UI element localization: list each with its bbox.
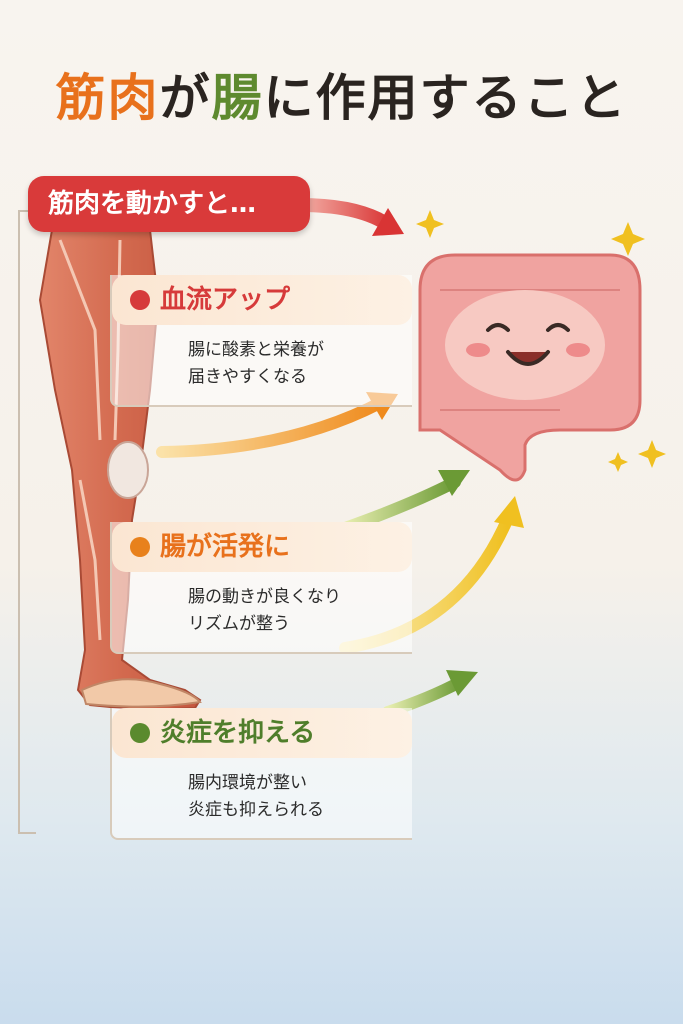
effect-heading-wrap: 炎症を抑える — [112, 708, 412, 758]
left-bracket — [18, 210, 36, 834]
effect-card-gut-active: 腸が活発に 腸の動きが良くなり リズムが整う — [110, 522, 412, 654]
orange-dot-icon — [130, 537, 150, 557]
arrow-orange — [156, 396, 388, 458]
intestine-character — [418, 253, 642, 482]
red-dot-icon — [130, 290, 150, 310]
effect-heading-wrap: 血流アップ — [112, 275, 412, 325]
leg-illustration — [38, 229, 202, 712]
effect-card-inflammation: 炎症を抑える 腸内環境が整い 炎症も抑えられる — [110, 708, 412, 840]
effect-heading: 炎症を抑える — [160, 718, 316, 748]
arrow-yellow-head — [494, 496, 524, 528]
effect-desc: 腸内環境が整い 炎症も抑えられる — [188, 773, 324, 820]
effect-desc: 腸に酸素と栄養が 届きやすくなる — [188, 340, 324, 387]
page-title: 筋肉が腸に作用すること — [0, 58, 683, 130]
effect-heading: 腸が活発に — [160, 532, 291, 562]
effect-desc: 腸の動きが良くなり リズムが整う — [188, 587, 341, 634]
effect-card-blood-flow: 血流アップ 腸に酸素と栄養が 届きやすくなる — [110, 275, 412, 407]
title-muscle: 筋肉 — [55, 69, 160, 127]
title-rest: に作用すること — [263, 69, 628, 127]
arrow-red-head — [372, 208, 404, 236]
arrow-red — [293, 198, 397, 233]
effect-heading: 血流アップ — [160, 285, 291, 315]
green-dot-icon — [130, 723, 150, 743]
muscle-tag: 筋肉を動かすと… — [28, 176, 310, 232]
title-gut: 腸 — [211, 69, 264, 127]
title-particle: が — [159, 69, 212, 127]
arrow-green-1-head — [438, 470, 470, 496]
arrow-green-2-head — [446, 670, 478, 696]
effect-heading-wrap: 腸が活発に — [112, 522, 412, 572]
